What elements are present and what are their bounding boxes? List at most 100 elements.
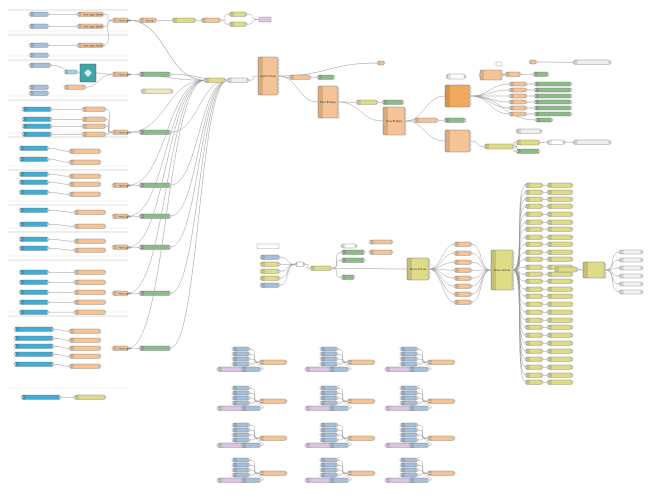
comment-node[interactable] (341, 244, 357, 248)
scene-node[interactable] (547, 183, 573, 188)
change-node[interactable] (201, 18, 221, 23)
scene-node[interactable] (525, 357, 543, 362)
function-node[interactable] (74, 224, 106, 229)
scene-node[interactable] (525, 204, 543, 209)
scene-node[interactable] (547, 318, 573, 323)
scene-button[interactable] (454, 242, 472, 247)
scene-node[interactable] (547, 310, 573, 315)
scene-node[interactable] (547, 197, 573, 202)
hue-light-node[interactable]: Hue Light (112, 346, 131, 351)
inject-node[interactable] (320, 428, 338, 432)
inject-node[interactable] (400, 468, 418, 472)
change-node[interactable] (259, 471, 287, 476)
zone-scene-node[interactable]: Zone Scene (491, 250, 514, 290)
comment-node[interactable] (257, 244, 279, 249)
inject-node[interactable] (320, 463, 338, 467)
debug-node[interactable] (74, 395, 106, 400)
scene-node[interactable] (525, 341, 543, 346)
function-node[interactable] (74, 210, 106, 215)
scene-node[interactable] (547, 242, 573, 247)
inject-node[interactable] (320, 458, 338, 462)
inject-node[interactable] (320, 386, 338, 390)
hue-light-node[interactable]: Hue Light (112, 130, 131, 135)
change-node[interactable] (509, 112, 527, 116)
status-node[interactable] (341, 250, 365, 255)
scene-node[interactable] (525, 190, 543, 195)
inject-node[interactable] (329, 367, 349, 372)
status-node[interactable] (444, 118, 466, 123)
inject-node[interactable] (400, 428, 418, 432)
function-node[interactable] (82, 124, 106, 129)
inject-node[interactable] (232, 458, 250, 462)
scene-node[interactable] (547, 380, 573, 385)
comment-node[interactable] (619, 266, 643, 270)
scene-node[interactable] (525, 227, 543, 232)
status-node[interactable] (139, 72, 171, 77)
scene-node[interactable] (525, 279, 543, 284)
inject-node[interactable] (260, 269, 280, 274)
change-node[interactable] (427, 360, 455, 365)
inject-node[interactable] (409, 478, 429, 483)
junction[interactable] (529, 60, 537, 64)
scene-node[interactable] (547, 333, 573, 338)
scene-node[interactable] (547, 204, 573, 209)
status-node[interactable] (534, 112, 572, 116)
function-node[interactable] (69, 364, 101, 369)
inject-node[interactable] (320, 423, 338, 427)
inject-node[interactable] (409, 367, 429, 372)
inject-node[interactable] (232, 463, 250, 467)
function-node[interactable] (69, 354, 101, 359)
scene-button[interactable] (454, 251, 472, 256)
scene-node[interactable] (525, 287, 543, 292)
comment-node[interactable] (619, 274, 643, 278)
scene-button[interactable] (454, 292, 472, 297)
inject-node[interactable] (14, 327, 54, 332)
zone-scene-node[interactable] (583, 262, 606, 278)
scene-node[interactable] (547, 294, 573, 299)
inject-node[interactable] (400, 473, 418, 477)
inject-node[interactable] (19, 180, 49, 185)
inject-node[interactable] (19, 208, 49, 213)
change-node[interactable] (347, 360, 375, 365)
status-node[interactable] (139, 346, 171, 351)
inject-node[interactable] (19, 157, 49, 162)
inject-node[interactable] (232, 357, 250, 361)
inject-node[interactable] (320, 473, 338, 477)
change-node[interactable] (259, 436, 287, 441)
scene-node[interactable] (547, 325, 573, 330)
inject-node[interactable] (400, 396, 418, 400)
scene-button[interactable] (454, 276, 472, 281)
function-node[interactable] (69, 192, 101, 197)
change-node[interactable] (509, 106, 527, 110)
change-node[interactable] (509, 100, 527, 104)
scene-node[interactable] (554, 267, 578, 272)
function-node[interactable] (82, 117, 106, 122)
inject-node[interactable] (400, 458, 418, 462)
scene-node[interactable] (547, 250, 573, 255)
inject-node[interactable] (19, 246, 49, 251)
scene-button[interactable] (454, 300, 472, 305)
comment-node[interactable] (141, 89, 173, 94)
scene-node[interactable] (547, 373, 573, 378)
function-node[interactable] (82, 107, 106, 112)
comment-node[interactable] (573, 60, 611, 65)
inject-node[interactable] (232, 401, 250, 405)
inject-node[interactable] (400, 438, 418, 442)
inject-node[interactable] (400, 352, 418, 356)
status-node[interactable] (139, 130, 171, 135)
scene-node[interactable] (547, 349, 573, 354)
function-node[interactable] (69, 338, 101, 343)
scene-node[interactable] (547, 302, 573, 307)
inject-node[interactable] (320, 468, 338, 472)
rbe-node[interactable] (227, 78, 249, 83)
comment-node[interactable] (516, 129, 542, 134)
scene-node[interactable] (525, 265, 543, 270)
scene-node[interactable] (547, 287, 573, 292)
inject-node[interactable] (22, 124, 52, 129)
inject-node[interactable] (320, 401, 338, 405)
inject-node[interactable] (14, 362, 54, 367)
inject-node[interactable] (232, 438, 250, 442)
inject-node[interactable] (400, 347, 418, 351)
